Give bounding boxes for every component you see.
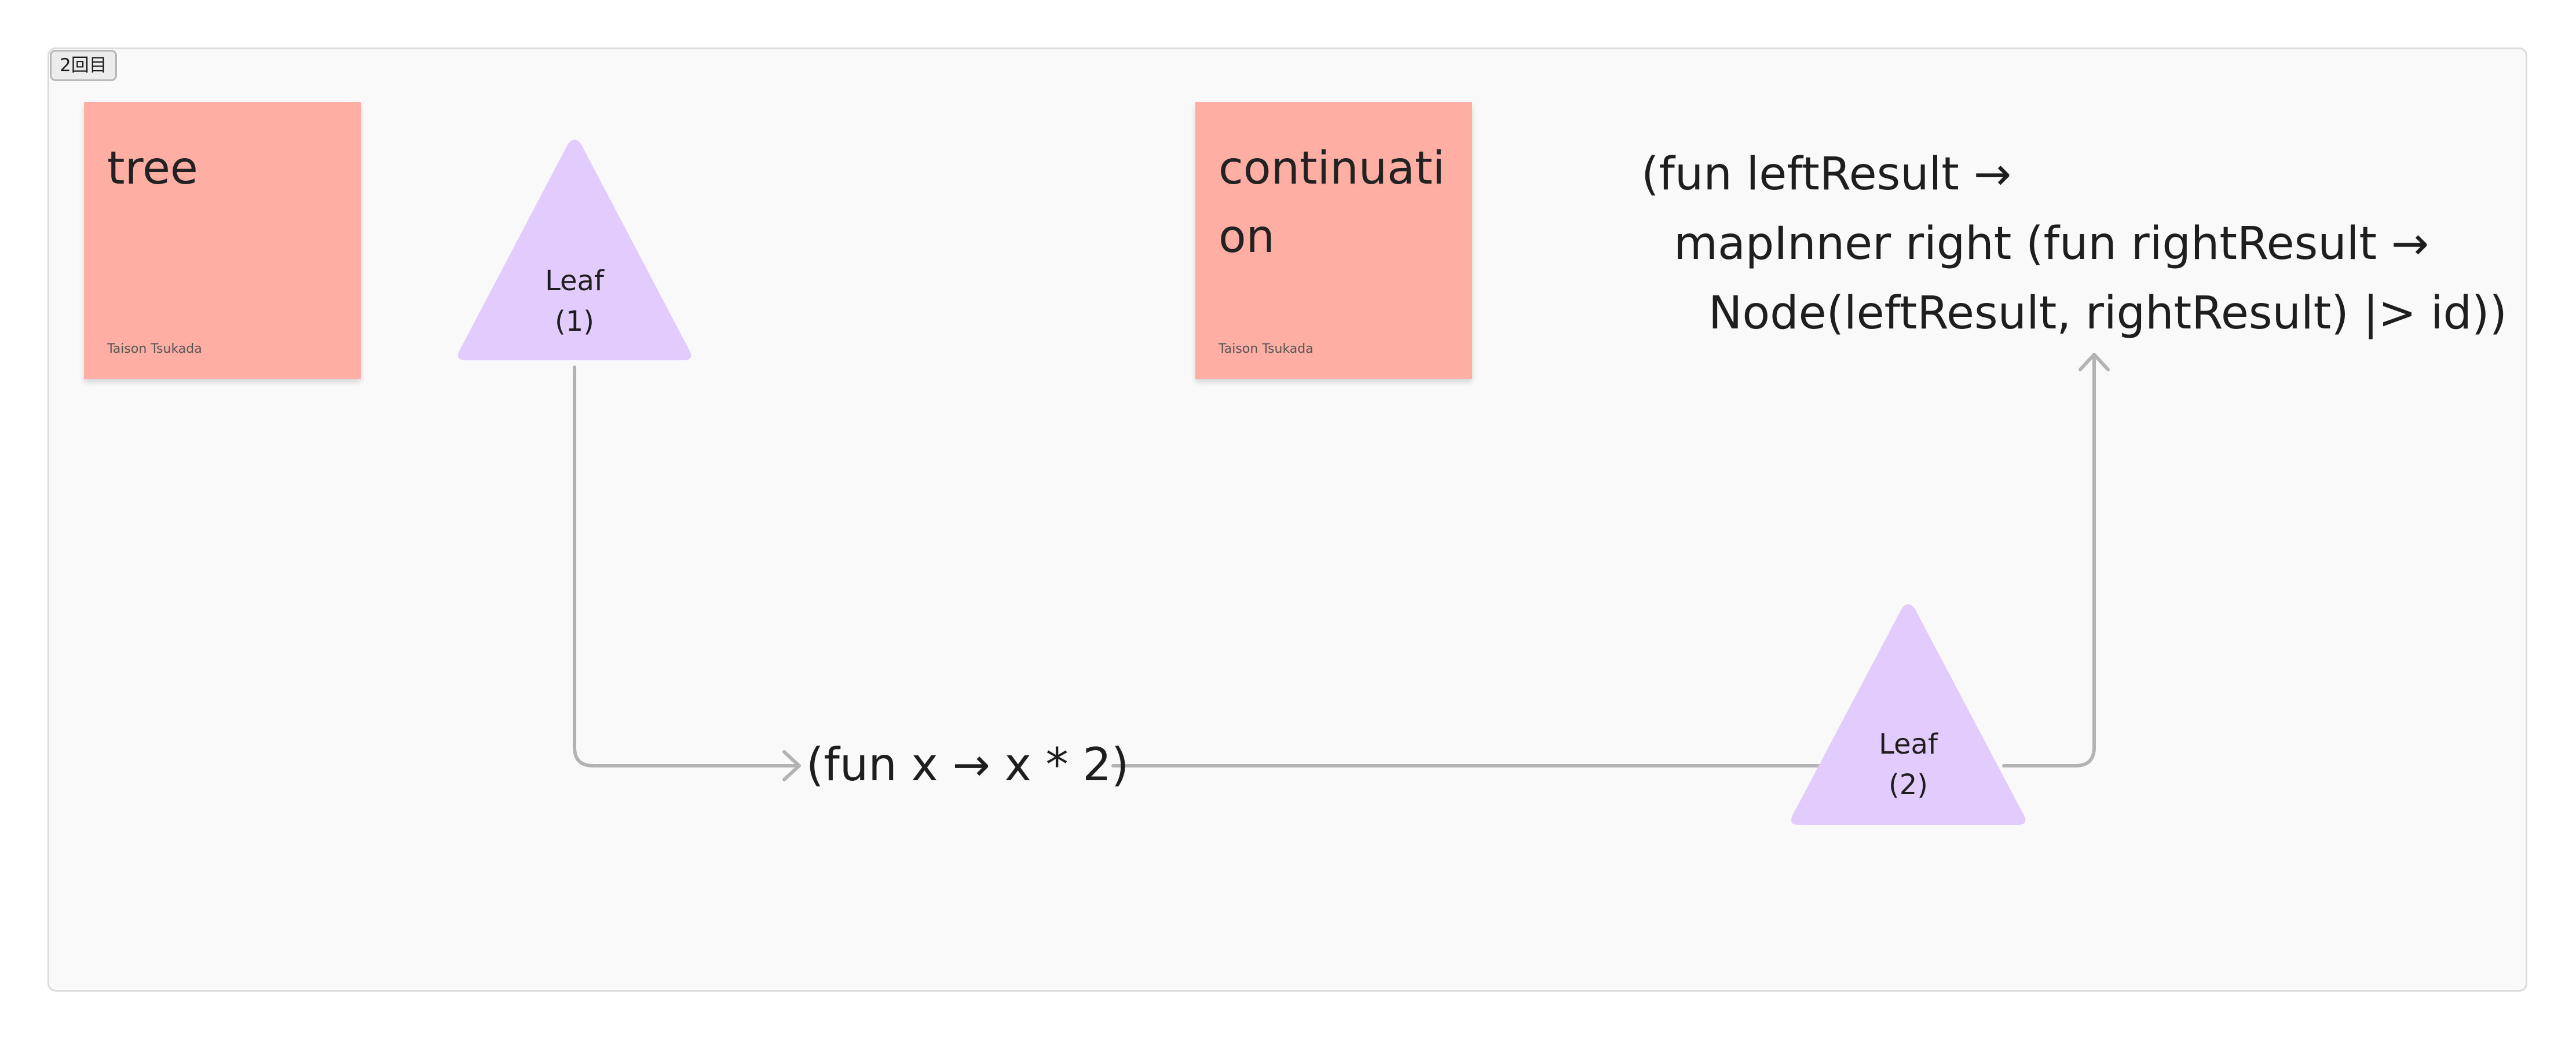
lambda-text[interactable]: (fun x → x * 2) xyxy=(806,739,1129,791)
sticky-note-tree[interactable]: tree Taison Tsukada xyxy=(84,102,361,379)
frame-label[interactable]: 2回目 xyxy=(50,50,117,81)
leaf-1-label: Leaf (1) xyxy=(517,261,632,342)
connector-leaf2-to-continuation[interactable] xyxy=(2002,354,2096,767)
arrowhead-icon xyxy=(2079,353,2110,371)
sticky-note-author: Taison Tsukada xyxy=(1219,342,1313,356)
leaf-2-label: Leaf (2) xyxy=(1850,724,1966,805)
sticky-note-text: continuation xyxy=(1219,142,1446,263)
triangle-leaf-1[interactable] xyxy=(458,140,691,360)
triangle-leaf-2[interactable] xyxy=(1791,604,2026,825)
leaf-2-value: (2) xyxy=(1889,769,1928,801)
sticky-note-continuation[interactable]: continuation Taison Tsukada xyxy=(1195,102,1472,379)
connector-leaf1-to-lambda[interactable] xyxy=(573,366,800,767)
sticky-note-author: Taison Tsukada xyxy=(107,342,202,356)
continuation-line-2[interactable]: mapInner right (fun rightResult → xyxy=(1674,218,2429,270)
leaf-2-name: Leaf xyxy=(1879,728,1938,761)
continuation-line-1[interactable]: (fun leftResult → xyxy=(1641,148,2012,200)
arrowhead-icon xyxy=(782,750,801,781)
leaf-1-value: (1) xyxy=(555,305,594,338)
continuation-line-3[interactable]: Node(leftResult, rightResult) |> id)) xyxy=(1708,287,2507,339)
sticky-note-text: tree xyxy=(107,142,198,195)
leaf-1-name: Leaf xyxy=(545,265,604,297)
